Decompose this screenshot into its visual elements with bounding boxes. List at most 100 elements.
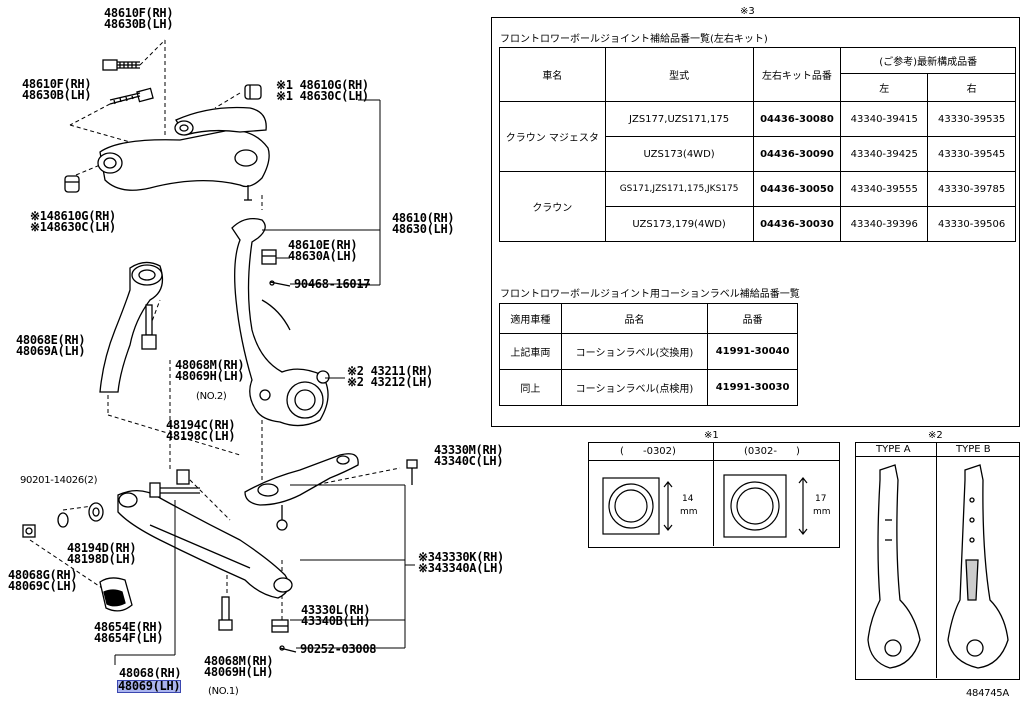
nut-left (57, 512, 69, 528)
th-model: 型式 (604, 47, 754, 102)
cell-left[interactable]: 43340-39425 (840, 136, 929, 172)
cell-item: コーションラベル(点検用) (560, 369, 709, 406)
note1-dim1: 14 (682, 494, 694, 504)
label-lower-bolt[interactable]: 48194C(RH) 48198C(LH) (166, 418, 236, 443)
lower-bolt-no1 (218, 596, 233, 631)
lower-control-arm (117, 490, 293, 599)
upper-bolt-left (109, 87, 154, 105)
note1-unit2: mm (813, 507, 831, 517)
strut-rod (99, 261, 164, 393)
note3-box (491, 17, 1020, 427)
note3-label-table: 適用車種 品名 品番 上記車両 コーションラベル(交換用) 41991-3004… (499, 303, 798, 406)
cell-right[interactable]: 43330-39535 (927, 101, 1016, 137)
note1-mark: ※1 (704, 430, 719, 441)
lower-bushing (99, 577, 133, 612)
cell-part[interactable]: 41991-30030 (707, 369, 798, 406)
note3-kit-table: 車名 型式 左右キット品番 (ご参考)最新構成品番 左 右 クラウン マジェスタ… (499, 47, 1016, 242)
note1-unit1: mm (680, 507, 698, 517)
cell-model: GS171,JZS171,175,JKS175 (604, 171, 754, 207)
label-bolt-no2-note: (NO.2) (196, 391, 227, 402)
label-upper-bolt-top[interactable]: 48610F(RH) 48630B(LH) (104, 6, 174, 31)
upper-nut (261, 249, 277, 265)
label-upper-nut[interactable]: 48610E(RH) 48630A(LH) (288, 238, 358, 263)
ball-bolt (406, 459, 418, 485)
label-bolt-no2[interactable]: 48068M(RH) 48069H(LH) (175, 358, 245, 383)
lower-cotter (279, 645, 297, 653)
cell-part[interactable]: 41991-30040 (707, 333, 798, 370)
label-upper-cotter[interactable]: 90468-16017 (294, 277, 371, 291)
note2-mark: ※2 (928, 430, 943, 441)
label-cam[interactable]: 48194D(RH) 48198D(LH) (67, 541, 137, 566)
cell-right[interactable]: 43330-39545 (927, 136, 1016, 172)
cell-car: 上記車両 (499, 333, 562, 370)
label-bushing-left[interactable]: ※148610G(RH) ※148630C(LH) (30, 209, 116, 234)
label-upper-bolt-left[interactable]: 48610F(RH) 48630B(LH) (22, 77, 92, 102)
upper-control-arm (97, 106, 270, 201)
th-ref: (ご参考)最新構成品番 (840, 47, 1016, 74)
ball-nut (271, 619, 289, 633)
th-left: 左 (840, 73, 929, 102)
th-part: 品番 (707, 303, 798, 334)
strut-bolt (141, 304, 157, 350)
note1-bushing-drawings (602, 474, 808, 538)
label-ball-nut[interactable]: 43330L(RH) 43340B(LH) (301, 603, 371, 628)
label-ball-joint[interactable]: ※343330K(RH) ※343340A(LH) (418, 550, 504, 575)
ball-joint (244, 453, 359, 531)
note1-divider (713, 442, 714, 546)
cam-washer (88, 502, 104, 522)
label-lower-arm-lh[interactable]: 48069(LH) (116, 679, 182, 693)
label-ball-bolt[interactable]: 43330M(RH) 43340C(LH) (434, 443, 504, 468)
label-upper-arm[interactable]: 48610(RH) 48630(LH) (392, 211, 455, 236)
label-lower-arm[interactable]: 48068(RH) (119, 666, 182, 680)
note1-dim2: 17 (815, 494, 827, 504)
label-bushing-right[interactable]: ※1 48610G(RH) ※1 48630C(LH) (276, 78, 369, 103)
th-applicable: 適用車種 (499, 303, 562, 334)
cell-car: クラウン (499, 171, 606, 242)
th-car-name: 車名 (499, 47, 606, 102)
label-nut-left[interactable]: 90201-14026(2) (20, 475, 98, 486)
note2-box (855, 442, 1020, 680)
cell-left[interactable]: 43340-39555 (840, 171, 929, 207)
note2-header (855, 442, 1020, 457)
label-knuckle[interactable]: ※2 43211(RH) ※2 43212(LH) (347, 364, 433, 389)
lower-bolt (149, 469, 200, 498)
cell-left[interactable]: 43340-39415 (840, 101, 929, 137)
note1-head-left (588, 442, 714, 461)
cell-kit[interactable]: 04436-30050 (752, 171, 842, 207)
cell-kit[interactable]: 04436-30090 (752, 136, 842, 172)
upper-cotter-pin (269, 280, 291, 287)
cell-model: UZS173,179(4WD) (604, 206, 754, 242)
upper-bushing-right (244, 84, 262, 100)
label-nut-small[interactable]: 48068G(RH) 48069C(LH) (8, 568, 78, 593)
cell-right[interactable]: 43330-39506 (927, 206, 1016, 242)
label-bolt-no1[interactable]: 48068M(RH) 48069H(LH) (204, 654, 274, 679)
label-bolt-no1-note: (NO.1) (208, 686, 239, 697)
note1-col1: ( -0302) (620, 446, 676, 457)
th-item: 品名 (560, 303, 709, 334)
note3-mark: ※3 (740, 6, 755, 17)
upper-bolt-top (102, 59, 140, 71)
label-strut-rod[interactable]: 48068E(RH) 48069A(LH) (16, 333, 86, 358)
cell-model: JZS177,UZS171,175 (604, 101, 754, 137)
cell-car: 同上 (499, 369, 562, 406)
cell-kit[interactable]: 04436-30030 (752, 206, 842, 242)
note2-divider (936, 442, 937, 678)
note3-title: フロントロワーボールジョイント補給品番一覧(左右キット) (500, 34, 768, 45)
th-kit: 左右キット品番 (752, 47, 842, 102)
steering-knuckle (231, 217, 330, 427)
note2-type-a: TYPE A (876, 444, 911, 455)
figure-id: 484745A (966, 688, 1009, 699)
cell-kit[interactable]: 04436-30080 (752, 101, 842, 137)
cell-right[interactable]: 43330-39785 (927, 171, 1016, 207)
note2-knuckle-drawings (867, 464, 1009, 669)
note3-title2: フロントロワーボールジョイント用コーションラベル補給品番一覧 (500, 289, 800, 300)
note2-type-b: TYPE B (956, 444, 991, 455)
label-lower-cotter[interactable]: 90252-03008 (300, 642, 377, 656)
cell-item: コーションラベル(交換用) (560, 333, 709, 370)
cell-car: クラウン マジェスタ (499, 101, 606, 172)
cell-left[interactable]: 43340-39396 (840, 206, 929, 242)
label-lower-bushing[interactable]: 48654E(RH) 48654F(LH) (94, 620, 164, 645)
upper-bushing-left (64, 175, 80, 193)
cell-model: UZS173(4WD) (604, 136, 754, 172)
